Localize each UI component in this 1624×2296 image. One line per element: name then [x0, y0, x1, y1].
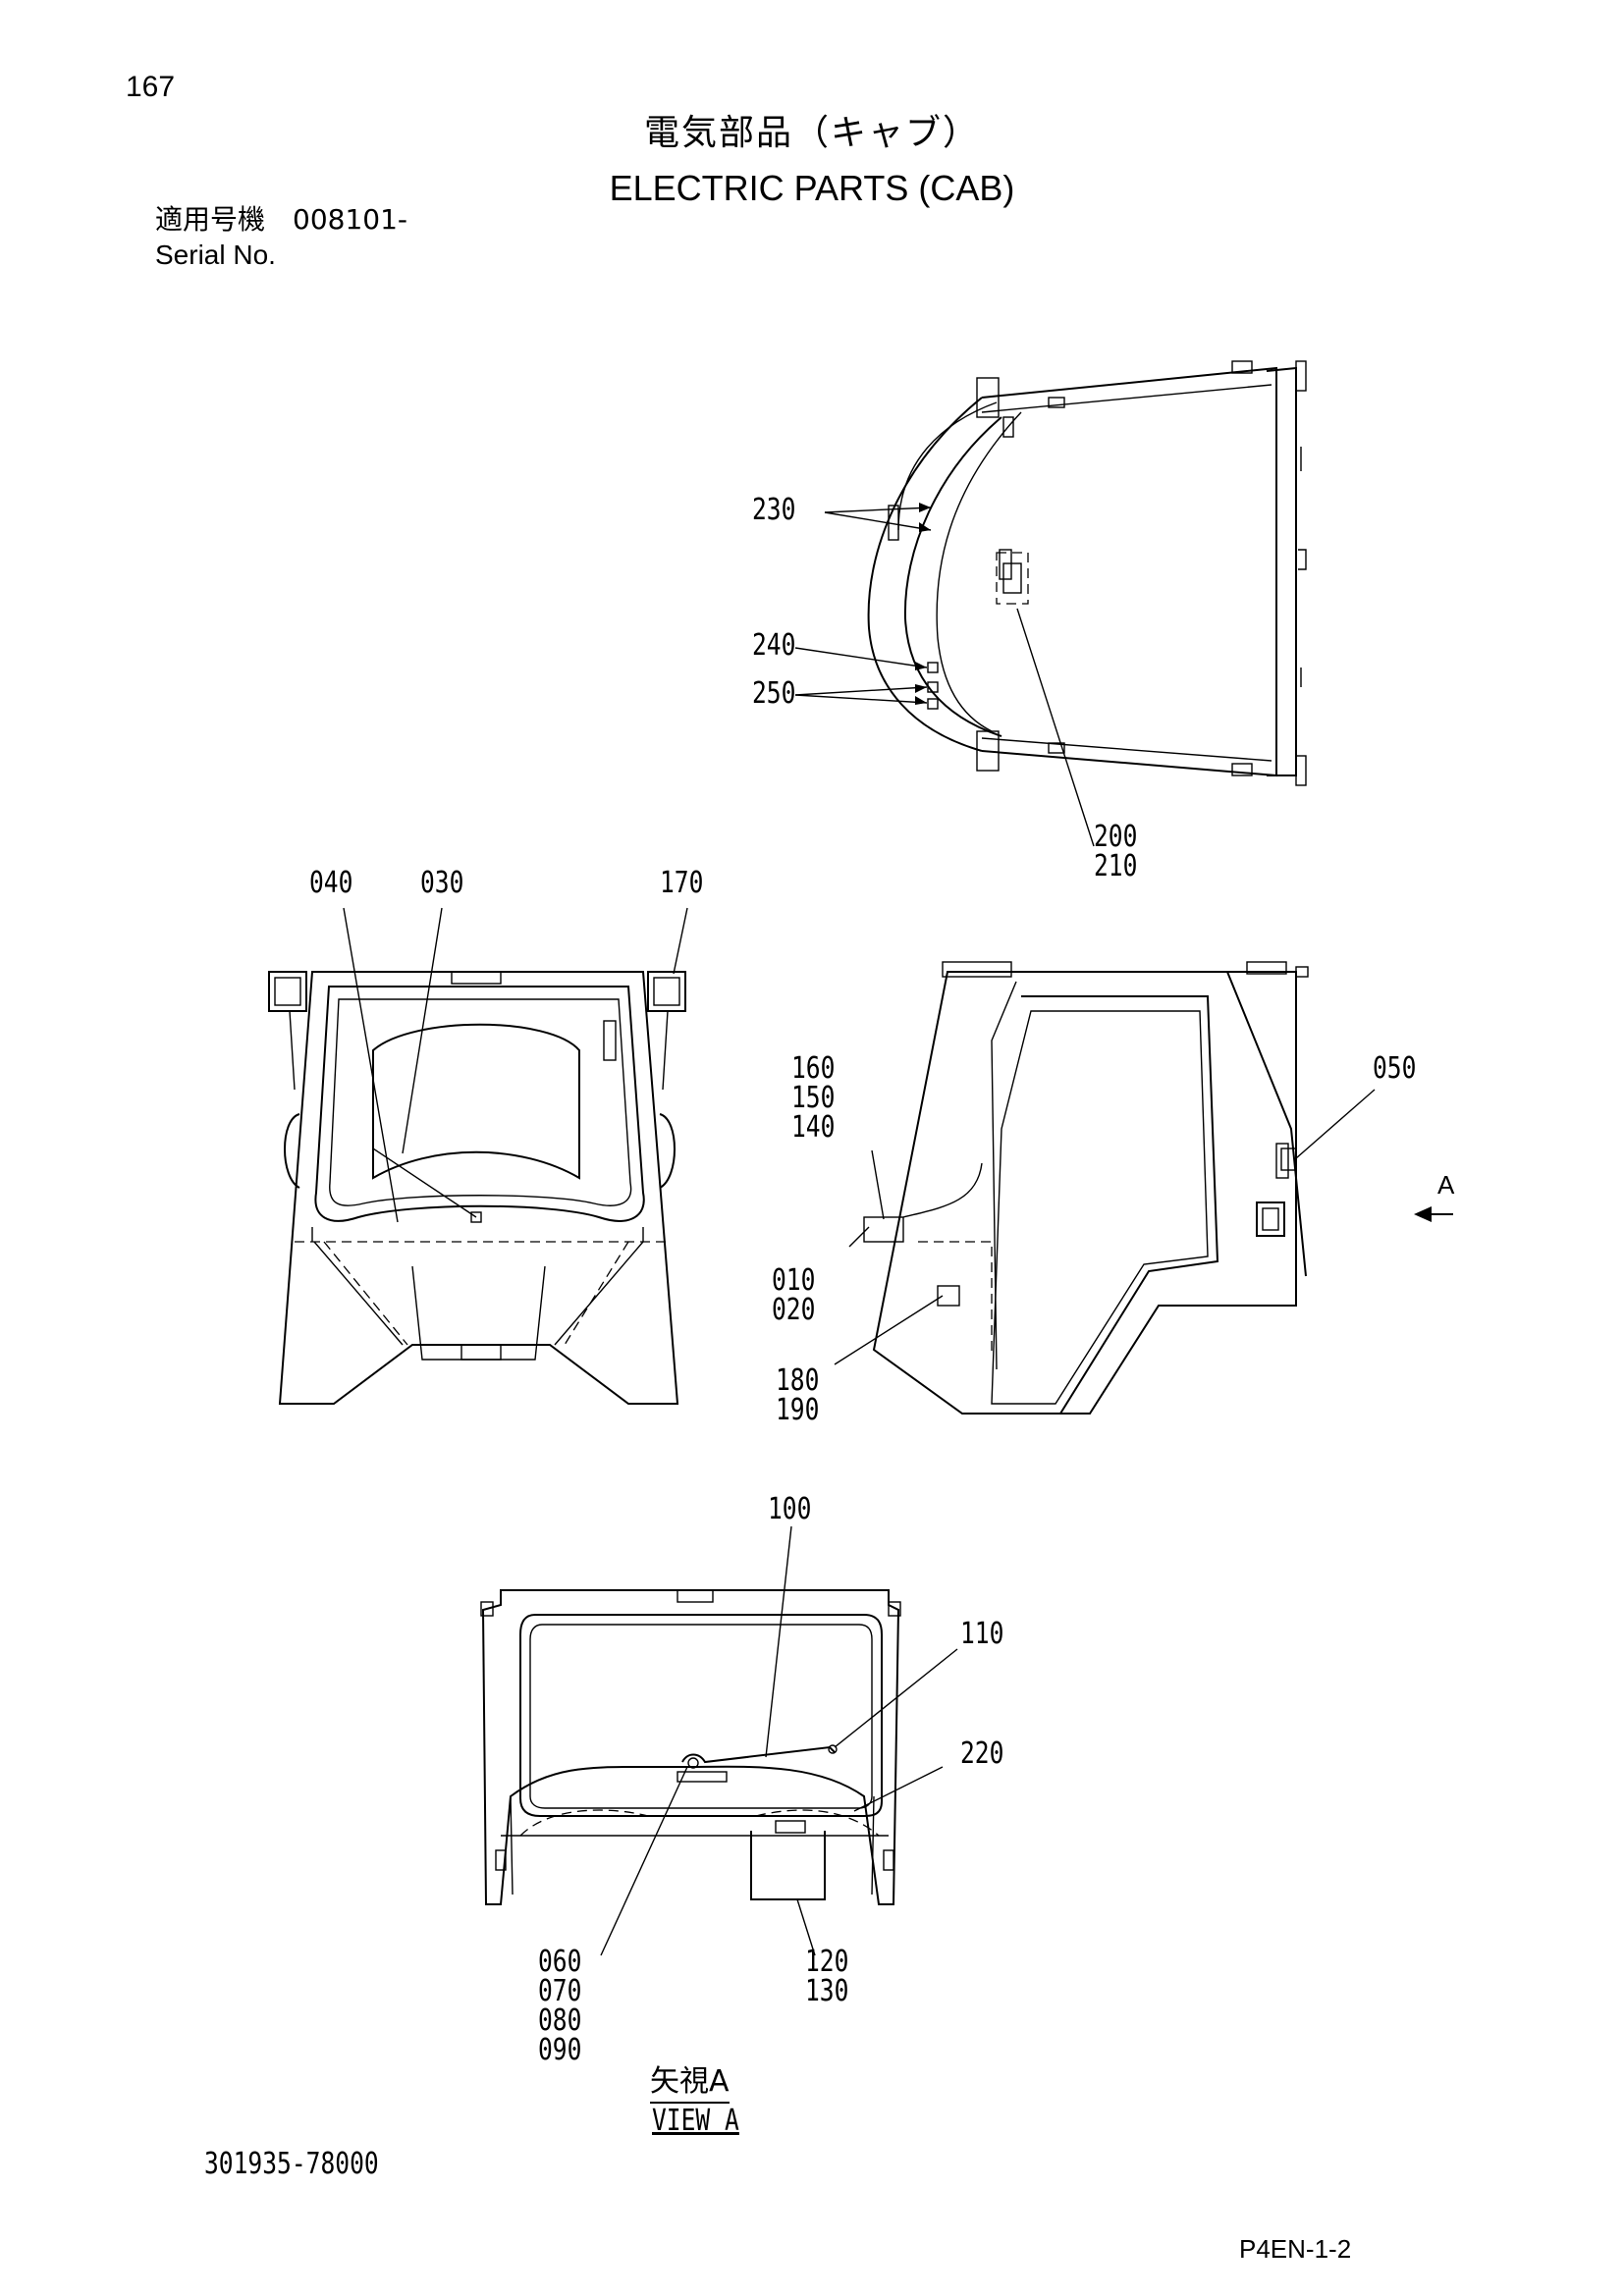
serial-label-japanese: 適用号機 008101-	[155, 203, 407, 236]
callout-230: 230	[752, 493, 796, 527]
callout-180-190: 180 190	[776, 1363, 820, 1427]
view-a-arrow-label: A	[1437, 1170, 1455, 1200]
serial-label-english: Serial No.	[155, 240, 276, 270]
title-english: ELECTRIC PARTS (CAB)	[609, 168, 1015, 208]
page-code: P4EN-1-2	[1239, 2234, 1352, 2264]
view-label-japanese: 矢視A	[650, 2064, 730, 2104]
callout-160-150-140: 160 150 140	[791, 1051, 836, 1145]
callout-240: 240	[752, 628, 796, 663]
page-number: 167	[126, 71, 176, 103]
callout-110: 110	[960, 1617, 1004, 1651]
callout-200-210: 200 210	[1094, 820, 1138, 883]
callout-050: 050	[1373, 1051, 1417, 1086]
title-japanese: 電気部品（キャブ）	[643, 113, 980, 153]
callout-030: 030	[420, 866, 464, 900]
callout-100: 100	[768, 1492, 812, 1526]
callout-010-020: 010 020	[772, 1263, 816, 1327]
callout-250: 250	[752, 676, 796, 711]
document-number: 301935-78000	[204, 2147, 379, 2181]
callout-170: 170	[660, 866, 704, 900]
view-label-japanese-text: 矢視A	[650, 2064, 730, 2104]
view-label-english: VIEW A	[652, 2104, 739, 2138]
callout-120-130: 120 130	[805, 1945, 849, 2008]
cab-top-view	[794, 360, 1307, 847]
callout-040: 040	[309, 866, 353, 900]
cab-view-a	[480, 1525, 958, 1956]
cab-side-view	[834, 961, 1453, 1415]
callout-060-070-080-090: 060 070 080 090	[538, 1945, 582, 2067]
cab-front-view	[268, 907, 688, 1405]
callout-220: 220	[960, 1736, 1004, 1771]
